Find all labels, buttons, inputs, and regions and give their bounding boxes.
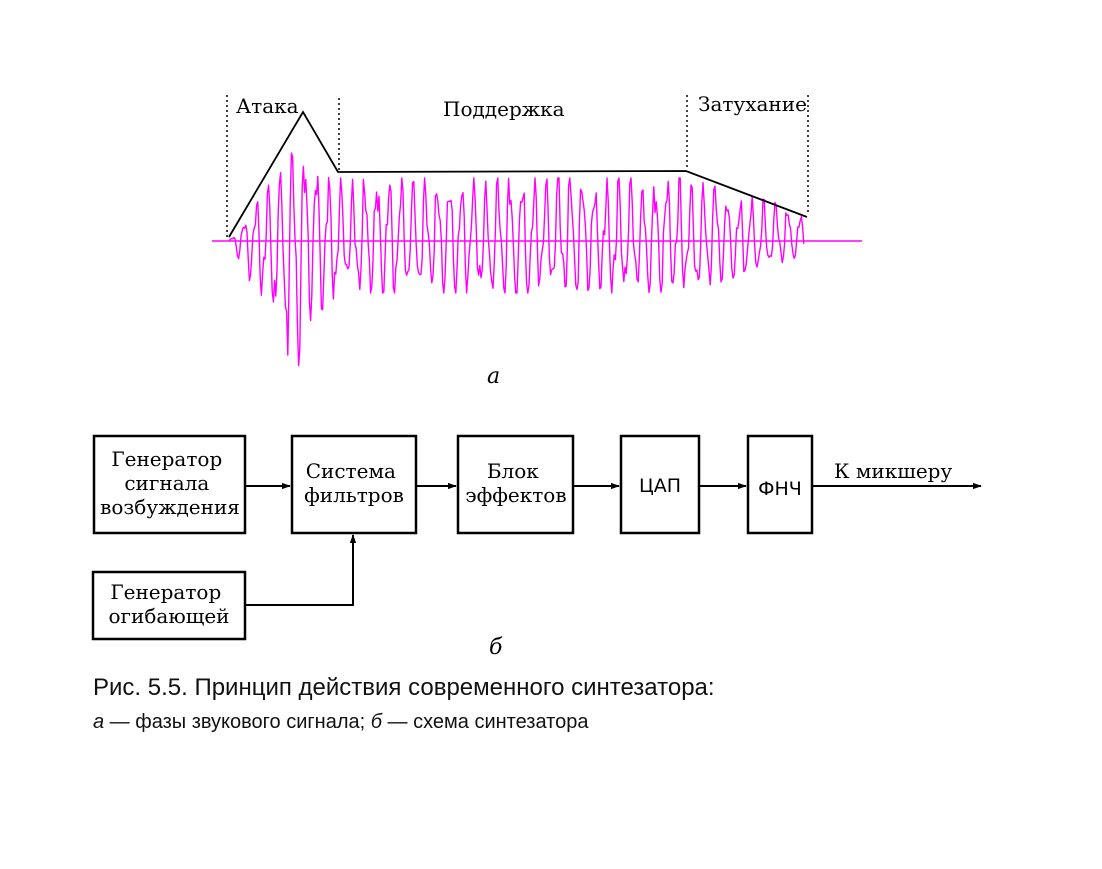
caption-letter-b: б	[370, 711, 382, 733]
phase-label-decay: Затухание	[698, 92, 807, 116]
figure-caption-title: Рис. 5.5. Принцип действия современного …	[93, 674, 715, 701]
box-envelope-generator	[91, 570, 247, 641]
caption-text-b: — схема синтезатора	[382, 711, 589, 733]
box-lpf	[746, 434, 814, 535]
panel-a-sublabel: а	[487, 364, 500, 389]
label-effects-block: Блок эффектов	[465, 459, 566, 507]
caption-letter-a: а	[93, 711, 105, 733]
label-envelope-generator: Генератор огибающей	[109, 580, 230, 628]
box-effects-block	[456, 434, 575, 535]
panel-b: Генератор сигнала возбуждения Система фи…	[91, 434, 982, 660]
panel-b-sublabel: б	[489, 635, 503, 660]
panel-a: Атака Поддержка Затухание а	[212, 92, 862, 389]
phase-label-attack: Атака	[236, 94, 299, 118]
box-filter-system	[290, 434, 418, 535]
caption-text-a: — фазы звукового сигнала;	[104, 711, 371, 733]
label-excitation-generator: Генератор сигнала возбуждения	[100, 447, 240, 519]
arrow-envelope-to-filters	[245, 534, 357, 606]
box-dac	[619, 434, 701, 535]
label-lpf: ФНЧ	[758, 478, 802, 500]
output-label-mixer: К микшеру	[834, 459, 952, 483]
figure-caption-subtitle: а — фазы звукового сигнала; б — схема си…	[93, 711, 588, 734]
amplitude-envelope	[228, 110, 808, 238]
sound-waveform	[228, 152, 805, 367]
box-excitation-generator	[92, 434, 247, 535]
phase-label-sustain: Поддержка	[443, 97, 565, 121]
label-dac: ЦАП	[639, 475, 681, 497]
label-filter-system: Система фильтров	[304, 459, 404, 507]
